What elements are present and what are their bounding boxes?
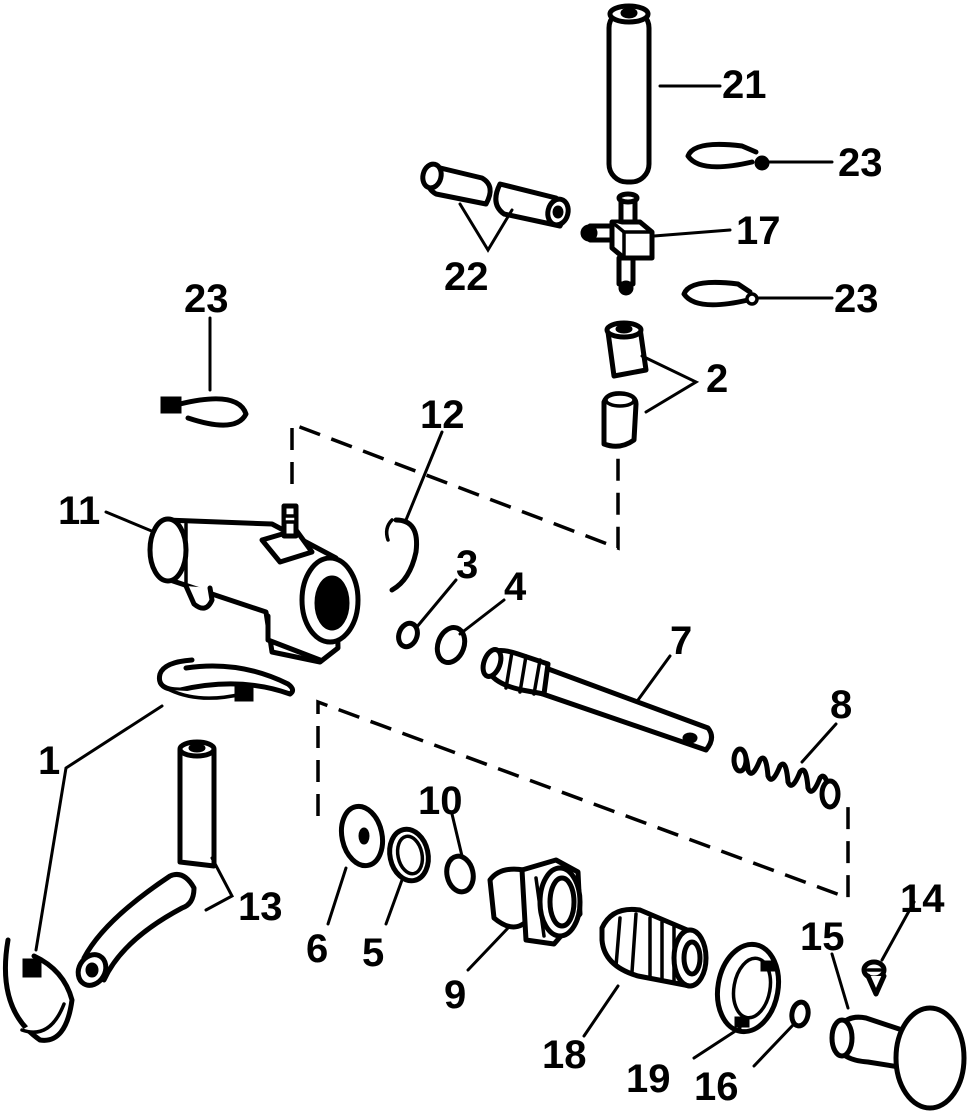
callout-5: 5	[362, 931, 384, 975]
callout-17: 17	[736, 209, 781, 253]
part-17-tee-fitting	[580, 191, 655, 296]
callout-4: 4	[504, 565, 527, 609]
part-9-fitting	[487, 857, 583, 947]
part-14-screw	[861, 959, 887, 997]
callout-23-upper-right: 23	[838, 141, 883, 185]
part-22-hose-pieces	[420, 161, 571, 229]
callout-2: 2	[706, 357, 728, 401]
callout-8: 8	[830, 683, 852, 727]
part-11-housing	[147, 503, 361, 665]
callout-19: 19	[626, 1057, 671, 1101]
part-18-threaded-fitting	[599, 906, 709, 989]
callout-18: 18	[542, 1033, 587, 1077]
part-1-clamp-upper	[156, 657, 296, 702]
callout-10: 10	[418, 779, 463, 823]
part-19-nut	[714, 941, 782, 1035]
part-10-o-ring	[444, 853, 476, 895]
callout-23-left: 23	[184, 277, 229, 321]
part-23-clamp-upper-right	[685, 141, 770, 171]
part-23-clamp-left	[160, 396, 249, 428]
callout-3: 3	[456, 543, 478, 587]
assembly-guide-upper	[290, 421, 620, 551]
assembly-guide-lower	[316, 699, 850, 901]
part-4-o-ring	[434, 625, 468, 665]
part-2-hose-sleeves	[601, 320, 649, 449]
callout-9: 9	[444, 973, 466, 1017]
part-21-tube	[606, 3, 652, 185]
part-23-clamp-mid-right	[681, 279, 759, 308]
part-1-clamp-lower	[2, 937, 75, 1043]
callout-21: 21	[722, 63, 767, 107]
leader-lines	[34, 84, 916, 1068]
part-8-spring	[731, 746, 841, 810]
callout-23-mid-right: 23	[834, 277, 879, 321]
part-5-snap-ring	[387, 826, 431, 884]
part-16-washer	[789, 999, 811, 1029]
callout-16: 16	[694, 1065, 739, 1109]
callout-14: 14	[900, 877, 945, 921]
part-12-retaining-ring	[384, 517, 420, 593]
callout-1: 1	[38, 739, 60, 783]
callout-6: 6	[306, 927, 328, 971]
part-7-shaft	[480, 647, 714, 753]
callout-13: 13	[238, 885, 283, 929]
part-6-washer	[338, 803, 386, 869]
callout-15: 15	[800, 915, 845, 959]
callout-7: 7	[670, 619, 692, 663]
part-3-o-ring	[396, 620, 420, 650]
callout-12: 12	[420, 393, 465, 437]
part-13-hoses	[75, 739, 217, 988]
callout-11: 11	[58, 489, 100, 533]
part-15-knob	[829, 1005, 967, 1111]
callout-22: 22	[444, 255, 489, 299]
